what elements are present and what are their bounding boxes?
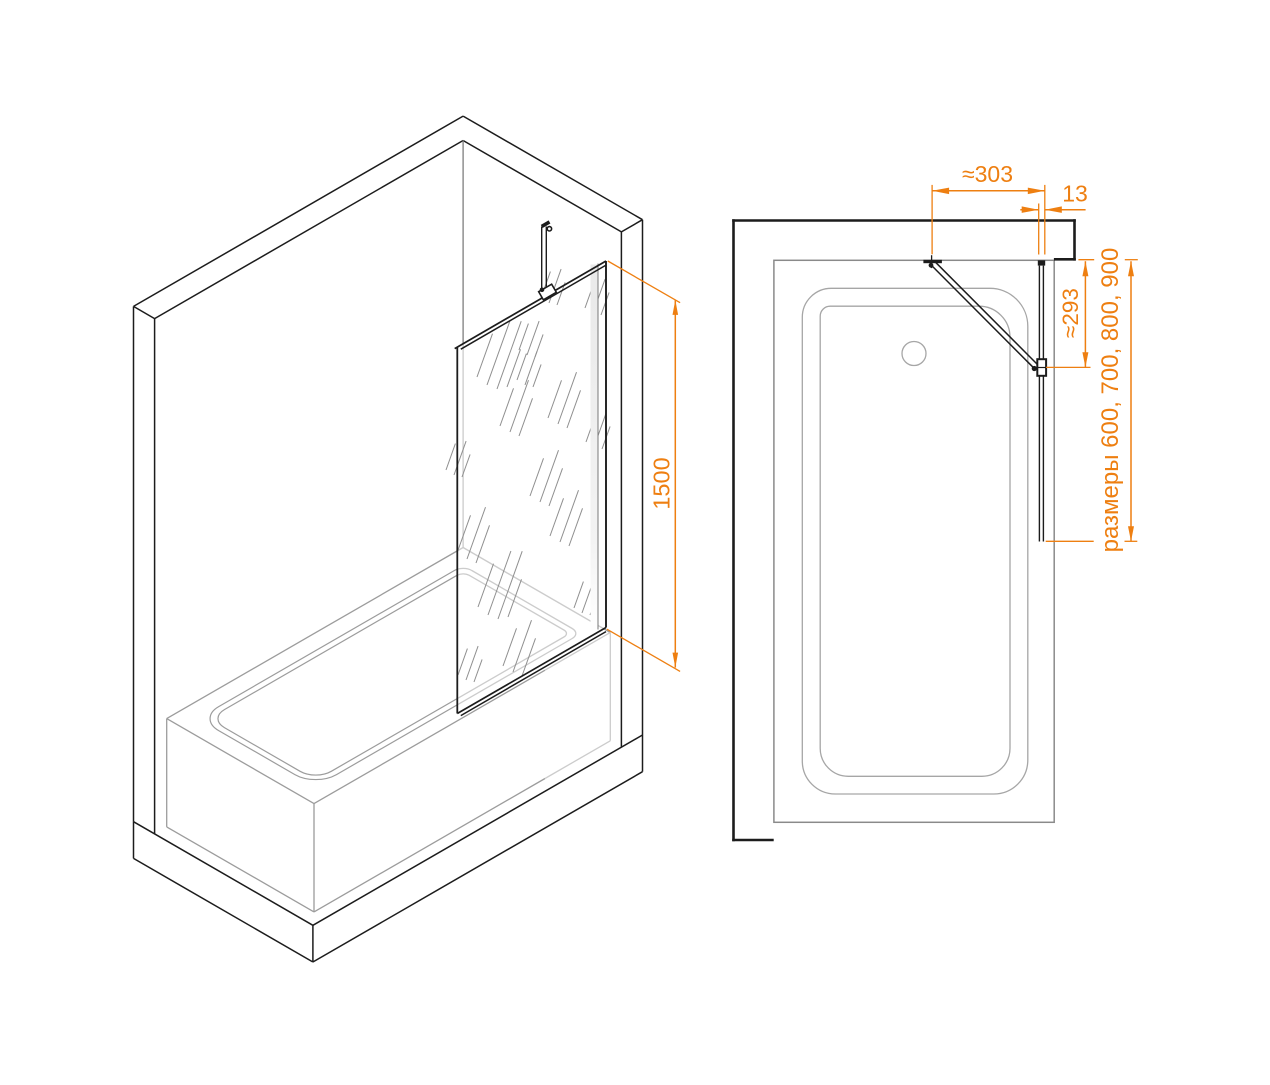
svg-text:размеры 600, 700, 800, 900: размеры 600, 700, 800, 900: [1097, 248, 1124, 553]
svg-text:13: 13: [1062, 181, 1088, 207]
svg-text:≈293: ≈293: [1058, 288, 1083, 338]
svg-text:1500: 1500: [649, 457, 675, 509]
svg-text:≈303: ≈303: [962, 161, 1013, 187]
